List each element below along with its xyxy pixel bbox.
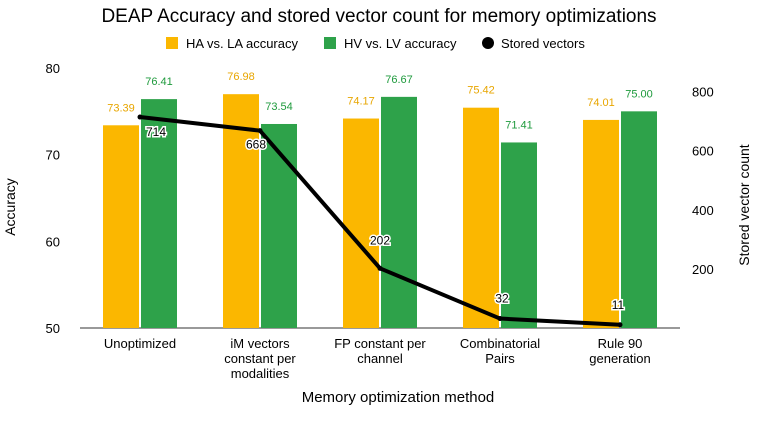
y-axis-label: Accuracy (2, 178, 18, 236)
legend-label-hv: HV vs. LV accuracy (344, 36, 457, 51)
legend-item-ha: HA vs. LA accuracy (166, 36, 298, 51)
legend-swatch-hv (324, 37, 336, 49)
bar-series1-1 (261, 123, 297, 328)
y2-tick-label-0: 200 (692, 262, 714, 277)
y2-tick-label-3: 800 (692, 85, 714, 100)
chart-title: DEAP Accuracy and stored vector count fo… (101, 6, 656, 27)
stored-vectors-point-0 (137, 114, 143, 120)
bar-series0-3 (463, 107, 499, 329)
y-tick-label-1: 60 (46, 234, 60, 249)
stored-vectors-point-3 (497, 316, 503, 322)
stored-vectors-label-3: 32 (495, 292, 509, 306)
y-tick-label-3: 80 (46, 61, 60, 76)
y2-axis-label: Stored vector count (736, 144, 752, 266)
stored-vectors-label-4: 11 (612, 298, 625, 312)
bar-label-series0-4: 74.01 (587, 97, 615, 109)
bar-series1-3 (501, 142, 537, 328)
x-tick-label-0-0: Unoptimized (104, 336, 176, 351)
stored-vectors-label-2: 202 (370, 233, 390, 247)
legend: HA vs. LA accuracy HV vs. LV accuracy St… (166, 36, 585, 51)
y2-tick-label-1: 400 (692, 203, 714, 218)
x-tick-label-1-1: constant per (224, 351, 296, 366)
bar-label-series0-3: 75.42 (467, 85, 495, 97)
bar-label-series1-3: 71.41 (505, 119, 533, 131)
bar-label-series1-1: 73.54 (265, 101, 293, 113)
y2-tick-label-2: 600 (692, 144, 714, 159)
legend-item-hv: HV vs. LV accuracy (324, 36, 457, 51)
x-tick-label-1-2: modalities (231, 366, 290, 381)
bar-series0-4 (583, 119, 619, 328)
bar-series1-2 (381, 96, 417, 328)
bar-label-series1-4: 75.00 (625, 88, 653, 100)
x-tick-label-2-1: channel (357, 351, 403, 366)
x-tick-label-4-0: Rule 90 (598, 336, 643, 351)
bar-label-series1-0: 76.41 (145, 76, 173, 88)
bar-label-series0-0: 73.39 (107, 102, 135, 114)
legend-item-stored: Stored vectors (482, 36, 585, 51)
x-tick-label-3-1: Pairs (485, 351, 515, 366)
y-tick-label-0: 50 (46, 321, 60, 336)
y-tick-label-2: 70 (46, 148, 60, 163)
stored-vectors-label-0: 714 (146, 125, 166, 139)
legend-label-ha: HA vs. LA accuracy (186, 36, 298, 51)
bar-series0-0 (103, 125, 139, 328)
x-axis-label: Memory optimization method (302, 389, 495, 406)
bar-label-series1-2: 76.67 (385, 74, 413, 86)
stored-vectors-line (139, 115, 621, 327)
legend-marker-stored (482, 37, 494, 49)
x-tick-label-4-1: generation (589, 351, 650, 366)
legend-label-stored: Stored vectors (501, 36, 585, 51)
stored-vectors-point-1 (257, 128, 263, 134)
bar-label-series0-1: 76.98 (227, 71, 255, 83)
bar-label-series0-2: 74.17 (347, 96, 375, 108)
bar-series1-4 (621, 111, 657, 328)
x-tick-label-2-0: FP constant per (334, 336, 426, 351)
x-tick-label-1-0: iM vectors (230, 336, 290, 351)
bar-series0-2 (343, 118, 379, 328)
bar-series1-0 (141, 99, 177, 328)
bar-series0-1 (223, 94, 259, 328)
stored-vectors-point-2 (377, 265, 383, 271)
legend-swatch-ha (166, 37, 178, 49)
stored-vectors-label-1: 668 (246, 138, 266, 152)
stored-vectors-point-4 (617, 322, 623, 328)
x-tick-label-3-0: Combinatorial (460, 336, 540, 351)
